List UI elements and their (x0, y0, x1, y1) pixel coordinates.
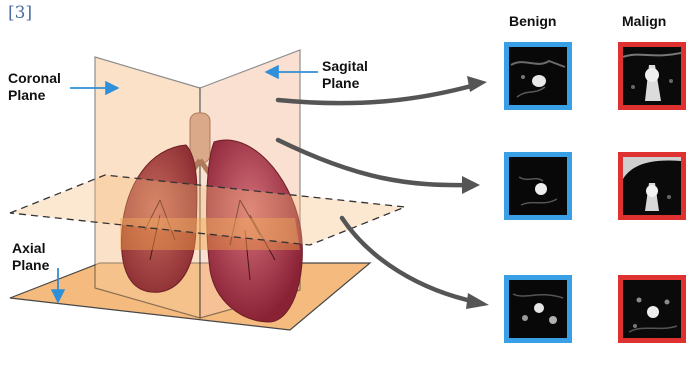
sagital-label-line1: Sagital (322, 58, 368, 75)
arrow-sagital-to-row1 (278, 85, 475, 103)
arrow-axial-to-row3 (342, 218, 476, 302)
ct-patch-benign-1-icon (509, 47, 567, 105)
malign-thumbnail-3 (618, 275, 686, 343)
benign-thumbnail-2 (504, 152, 572, 220)
reference-citation: [3] (8, 3, 32, 23)
ct-patch-malign-2-icon (623, 157, 681, 215)
connector-arrowheads (462, 76, 489, 309)
axial-label-line2: Plane (12, 257, 49, 274)
benign-thumbnail-1 (504, 42, 572, 110)
axial-label-line1: Axial (12, 240, 49, 257)
ct-patch-malign-3-icon (623, 280, 681, 338)
ct-patch-malign-1-icon (623, 47, 681, 105)
benign-thumbnail-3 (504, 275, 572, 343)
malign-thumbnail-2 (618, 152, 686, 220)
axial-label: Axial Plane (12, 240, 49, 274)
arrow-coronal-to-row2 (278, 140, 468, 185)
ct-patch-benign-2-icon (509, 157, 567, 215)
malign-column-header: Malign (622, 13, 666, 29)
sagital-label-line2: Plane (322, 75, 368, 92)
benign-column-header: Benign (509, 13, 556, 29)
malign-thumbnail-1 (618, 42, 686, 110)
ct-patch-benign-3-icon (509, 280, 567, 338)
coronal-label-line2: Plane (8, 87, 61, 104)
coronal-label-line1: Coronal (8, 70, 61, 87)
sagital-label: Sagital Plane (322, 58, 368, 92)
coronal-label: Coronal Plane (8, 70, 61, 104)
